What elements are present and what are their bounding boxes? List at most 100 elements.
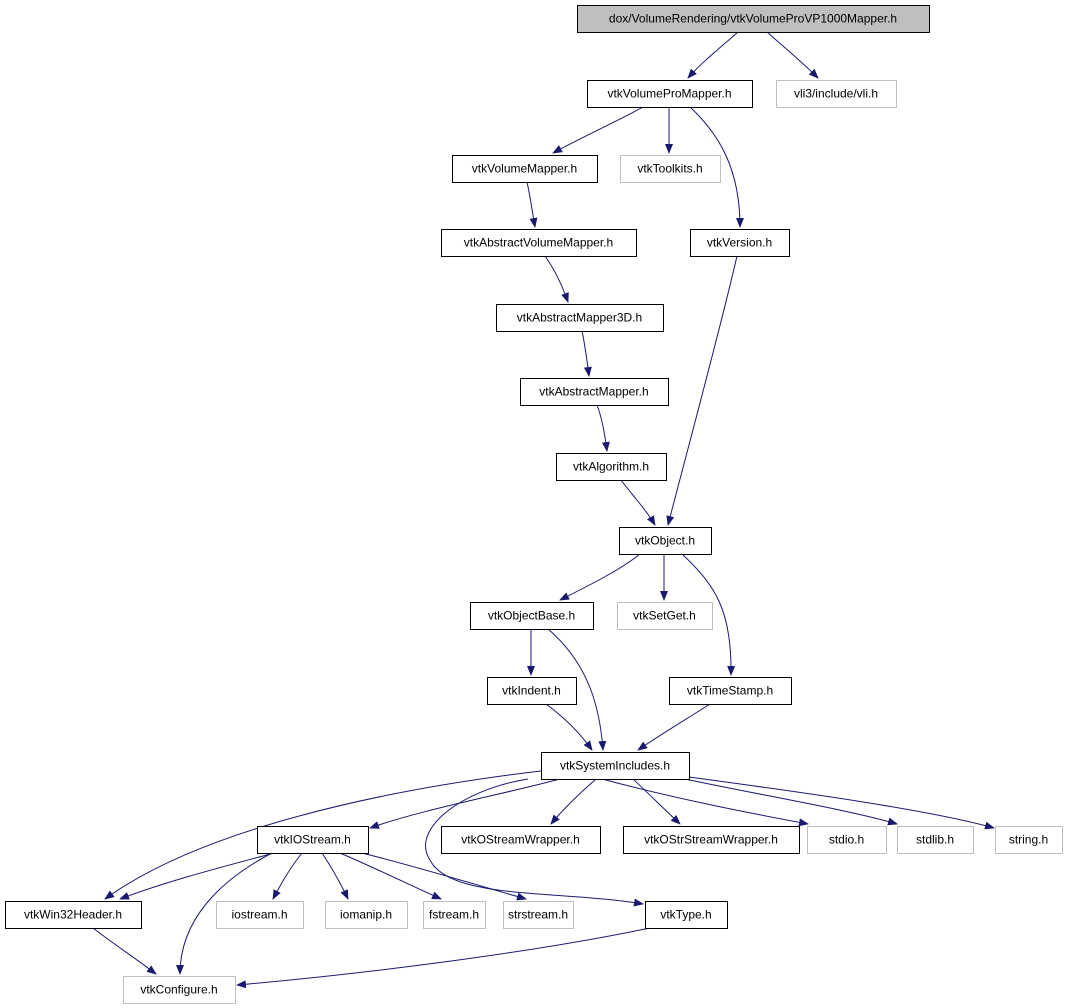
edge-ios-to-fstream: [339, 852, 442, 900]
edge-si-to-stdio: [601, 778, 809, 827]
node-osw[interactable]: vtkOStreamWrapper.h: [441, 826, 601, 854]
node-box: [541, 752, 690, 780]
node-label: vtkOStreamWrapper.h: [461, 833, 580, 847]
edge-w32-to-cfg: [92, 927, 157, 975]
node-vm[interactable]: vtkVolumeMapper.h: [452, 155, 598, 183]
node-box: [617, 602, 713, 630]
edge-avm-to-am3: [544, 255, 569, 303]
node-ios[interactable]: vtkIOStream.h: [257, 826, 369, 854]
node-box: [5, 901, 142, 929]
node-box: [441, 229, 637, 257]
edge-ios-to-iomanip: [321, 852, 349, 900]
node-obj[interactable]: vtkObject.h: [619, 527, 712, 555]
node-label: vtkTimeStamp.h: [687, 684, 773, 698]
edge-ts-to-si: [637, 703, 711, 751]
edge-root-to-vli: [766, 31, 819, 79]
edge-vpm-to-vm: [552, 106, 644, 154]
node-box: [577, 5, 930, 33]
node-box: [503, 901, 574, 929]
node-ver[interactable]: vtkVersion.h: [690, 229, 790, 257]
node-label: vtkAbstractVolumeMapper.h: [464, 236, 613, 250]
node-box: [487, 677, 577, 705]
node-cfg: vtkConfigure.h: [123, 976, 236, 1004]
node-ob[interactable]: vtkObjectBase.h: [470, 602, 594, 630]
node-box: [645, 901, 728, 929]
node-box: [556, 453, 667, 481]
node-type[interactable]: vtkType.h: [645, 901, 728, 929]
edge-ios-to-cfg: [176, 852, 273, 975]
node-box: [995, 826, 1063, 854]
edge-si-to-type: [425, 778, 644, 907]
node-label: vtkObjectBase.h: [488, 609, 575, 623]
edge-vm-to-avm: [526, 181, 538, 228]
node-box: [690, 229, 790, 257]
edge-am-to-alg: [596, 404, 610, 452]
node-box: [669, 677, 792, 705]
node-label: vtkVolumeMapper.h: [472, 162, 577, 176]
node-box: [620, 155, 721, 183]
node-alg[interactable]: vtkAlgorithm.h: [556, 453, 667, 481]
node-box: [423, 901, 486, 929]
node-label: vtkObject.h: [635, 534, 695, 548]
edge-type-to-cfg: [236, 927, 651, 989]
node-box: [470, 602, 594, 630]
edge-si-to-osw: [550, 778, 597, 825]
edge-ind-to-si: [545, 703, 593, 751]
node-box: [496, 304, 664, 332]
edge-alg-to-obj: [620, 479, 656, 526]
edge-ios-to-iostream: [272, 852, 303, 900]
node-vli: vli3/include/vli.h: [776, 80, 897, 108]
edge-si-to-stdlib: [684, 778, 898, 826]
node-am3[interactable]: vtkAbstractMapper3D.h: [496, 304, 664, 332]
edge-am3-to-am: [581, 330, 592, 377]
node-box: [123, 976, 236, 1004]
node-box: [452, 155, 598, 183]
node-box: [441, 826, 601, 854]
node-label: stdio.h: [829, 833, 864, 847]
edge-si-to-ossw: [632, 778, 681, 825]
node-ts[interactable]: vtkTimeStamp.h: [669, 677, 792, 705]
node-root[interactable]: dox/VolumeRendering/vtkVolumeProVP1000Ma…: [577, 5, 930, 33]
node-label: vtkWin32Header.h: [24, 908, 122, 922]
node-tk: vtkToolkits.h: [620, 155, 721, 183]
edge-si-to-w32: [104, 770, 542, 900]
edge-root-to-vpm: [687, 31, 739, 79]
node-box: [619, 527, 712, 555]
node-box: [623, 826, 800, 854]
node-label: vli3/include/vli.h: [794, 87, 878, 101]
node-label: vtkSetGet.h: [633, 609, 696, 623]
edge-ob-to-si: [547, 628, 607, 751]
node-label: vtkIOStream.h: [274, 833, 351, 847]
node-si[interactable]: vtkSystemIncludes.h: [541, 752, 690, 780]
node-ossw[interactable]: vtkOStrStreamWrapper.h: [623, 826, 800, 854]
node-box: [520, 378, 669, 406]
edge-ios-to-w32: [119, 852, 275, 900]
node-stdio: stdio.h: [807, 826, 887, 854]
node-label: vtkOStrStreamWrapper.h: [644, 833, 778, 847]
node-label: vtkConfigure.h: [140, 983, 217, 997]
node-am[interactable]: vtkAbstractMapper.h: [520, 378, 669, 406]
edge-obj-to-ob: [559, 553, 641, 601]
node-label: iostream.h: [231, 908, 287, 922]
node-box: [325, 901, 408, 929]
node-label: strstream.h: [508, 908, 568, 922]
node-box: [897, 826, 974, 854]
node-box: [216, 901, 304, 929]
node-iostream: iostream.h: [216, 901, 304, 929]
node-label: vtkSystemIncludes.h: [560, 759, 670, 773]
node-label: stdlib.h: [916, 833, 954, 847]
node-strstream: strstream.h: [503, 901, 574, 929]
node-avm[interactable]: vtkAbstractVolumeMapper.h: [441, 229, 637, 257]
node-box: [257, 826, 369, 854]
node-w32[interactable]: vtkWin32Header.h: [5, 901, 142, 929]
node-label: vtkIndent.h: [502, 684, 561, 698]
node-label: vtkAbstractMapper3D.h: [517, 311, 642, 325]
edge-si-to-string: [688, 776, 995, 830]
node-label: string.h: [1009, 833, 1048, 847]
node-label: vtkVolumeProMapper.h: [607, 87, 731, 101]
node-ind[interactable]: vtkIndent.h: [487, 677, 577, 705]
node-vpm[interactable]: vtkVolumeProMapper.h: [587, 80, 753, 108]
node-label: iomanip.h: [340, 908, 392, 922]
edge-ios-to-strstream: [361, 852, 527, 901]
